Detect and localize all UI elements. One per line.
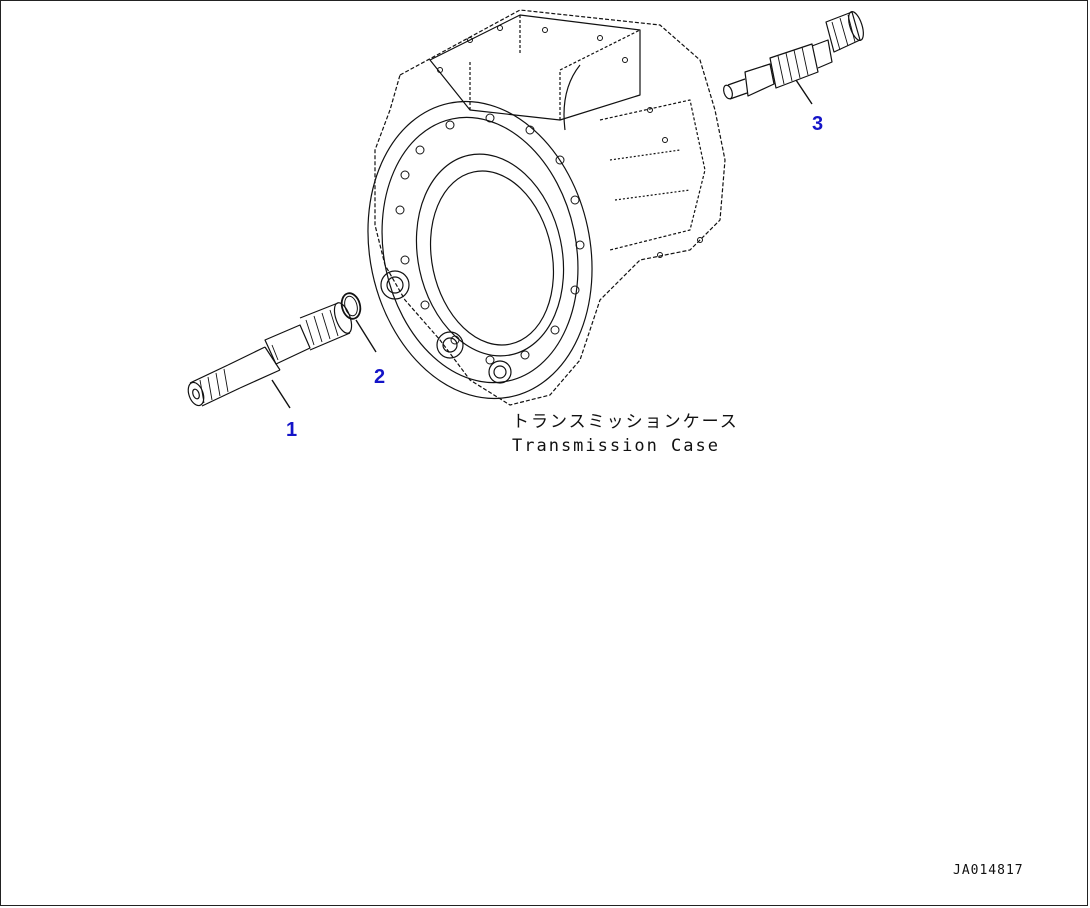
case-label-english: Transmission Case bbox=[512, 436, 720, 456]
part-3-shaft-drawing[interactable] bbox=[722, 10, 866, 105]
callout-part-3[interactable]: 3 bbox=[812, 113, 824, 135]
case-label-japanese: トランスミッションケース bbox=[512, 412, 739, 432]
transmission-case-drawing[interactable] bbox=[341, 9, 726, 420]
part-2-ring-drawing[interactable] bbox=[339, 291, 377, 353]
callout-part-1[interactable]: 1 bbox=[286, 419, 298, 441]
part-1-shaft-drawing[interactable] bbox=[185, 301, 355, 409]
callout-part-2[interactable]: 2 bbox=[374, 366, 386, 388]
transmission-case-label: トランスミッションケース Transmission Case bbox=[512, 410, 739, 458]
drawing-number: JA014817 bbox=[953, 863, 1024, 878]
